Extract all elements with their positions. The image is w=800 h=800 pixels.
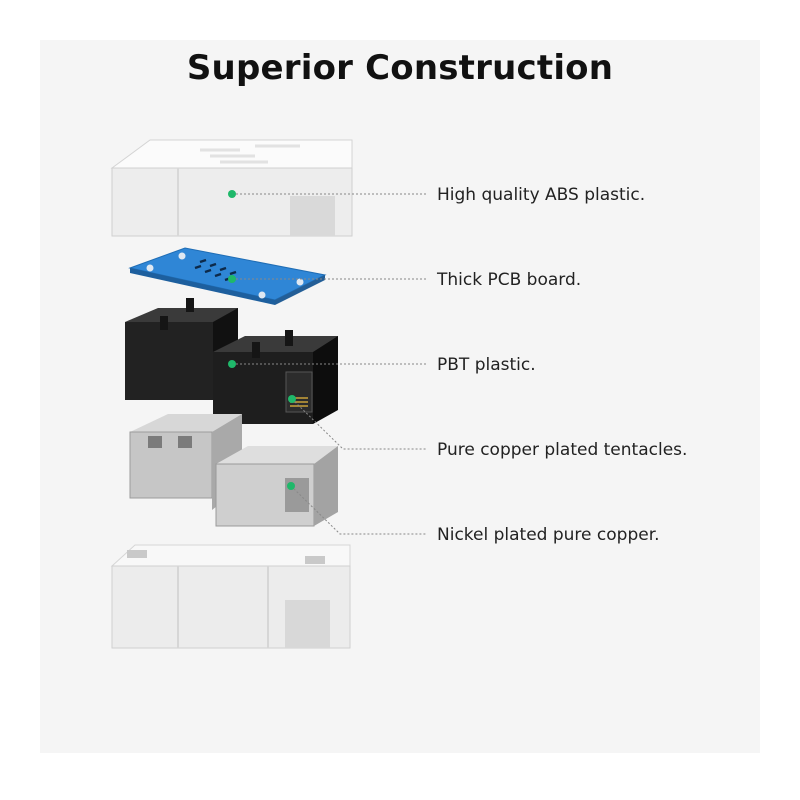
- callout-dot: [287, 482, 295, 490]
- callout-dot: [228, 275, 236, 283]
- callout-dot: [228, 360, 236, 368]
- leader-lines: [232, 193, 427, 535]
- abs-top-cover: [110, 139, 353, 237]
- callout-dots: [228, 190, 296, 490]
- page-title: Superior Construction: [186, 48, 614, 88]
- callout-label-pbt: PBT plastic.: [437, 355, 536, 375]
- callout-dot: [228, 190, 236, 198]
- callout-label-tentacles: Pure copper plated tentacles.: [437, 440, 688, 460]
- callout-label-abs: High quality ABS plastic.: [437, 185, 646, 205]
- callout-label-nickel: Nickel plated pure copper.: [437, 525, 660, 545]
- pcb-board: [128, 247, 327, 305]
- callout-label-pcb: Thick PCB board.: [437, 270, 582, 290]
- abs-bottom-base: [110, 544, 351, 649]
- callout-dot: [288, 395, 296, 403]
- metal-shield: [129, 414, 338, 527]
